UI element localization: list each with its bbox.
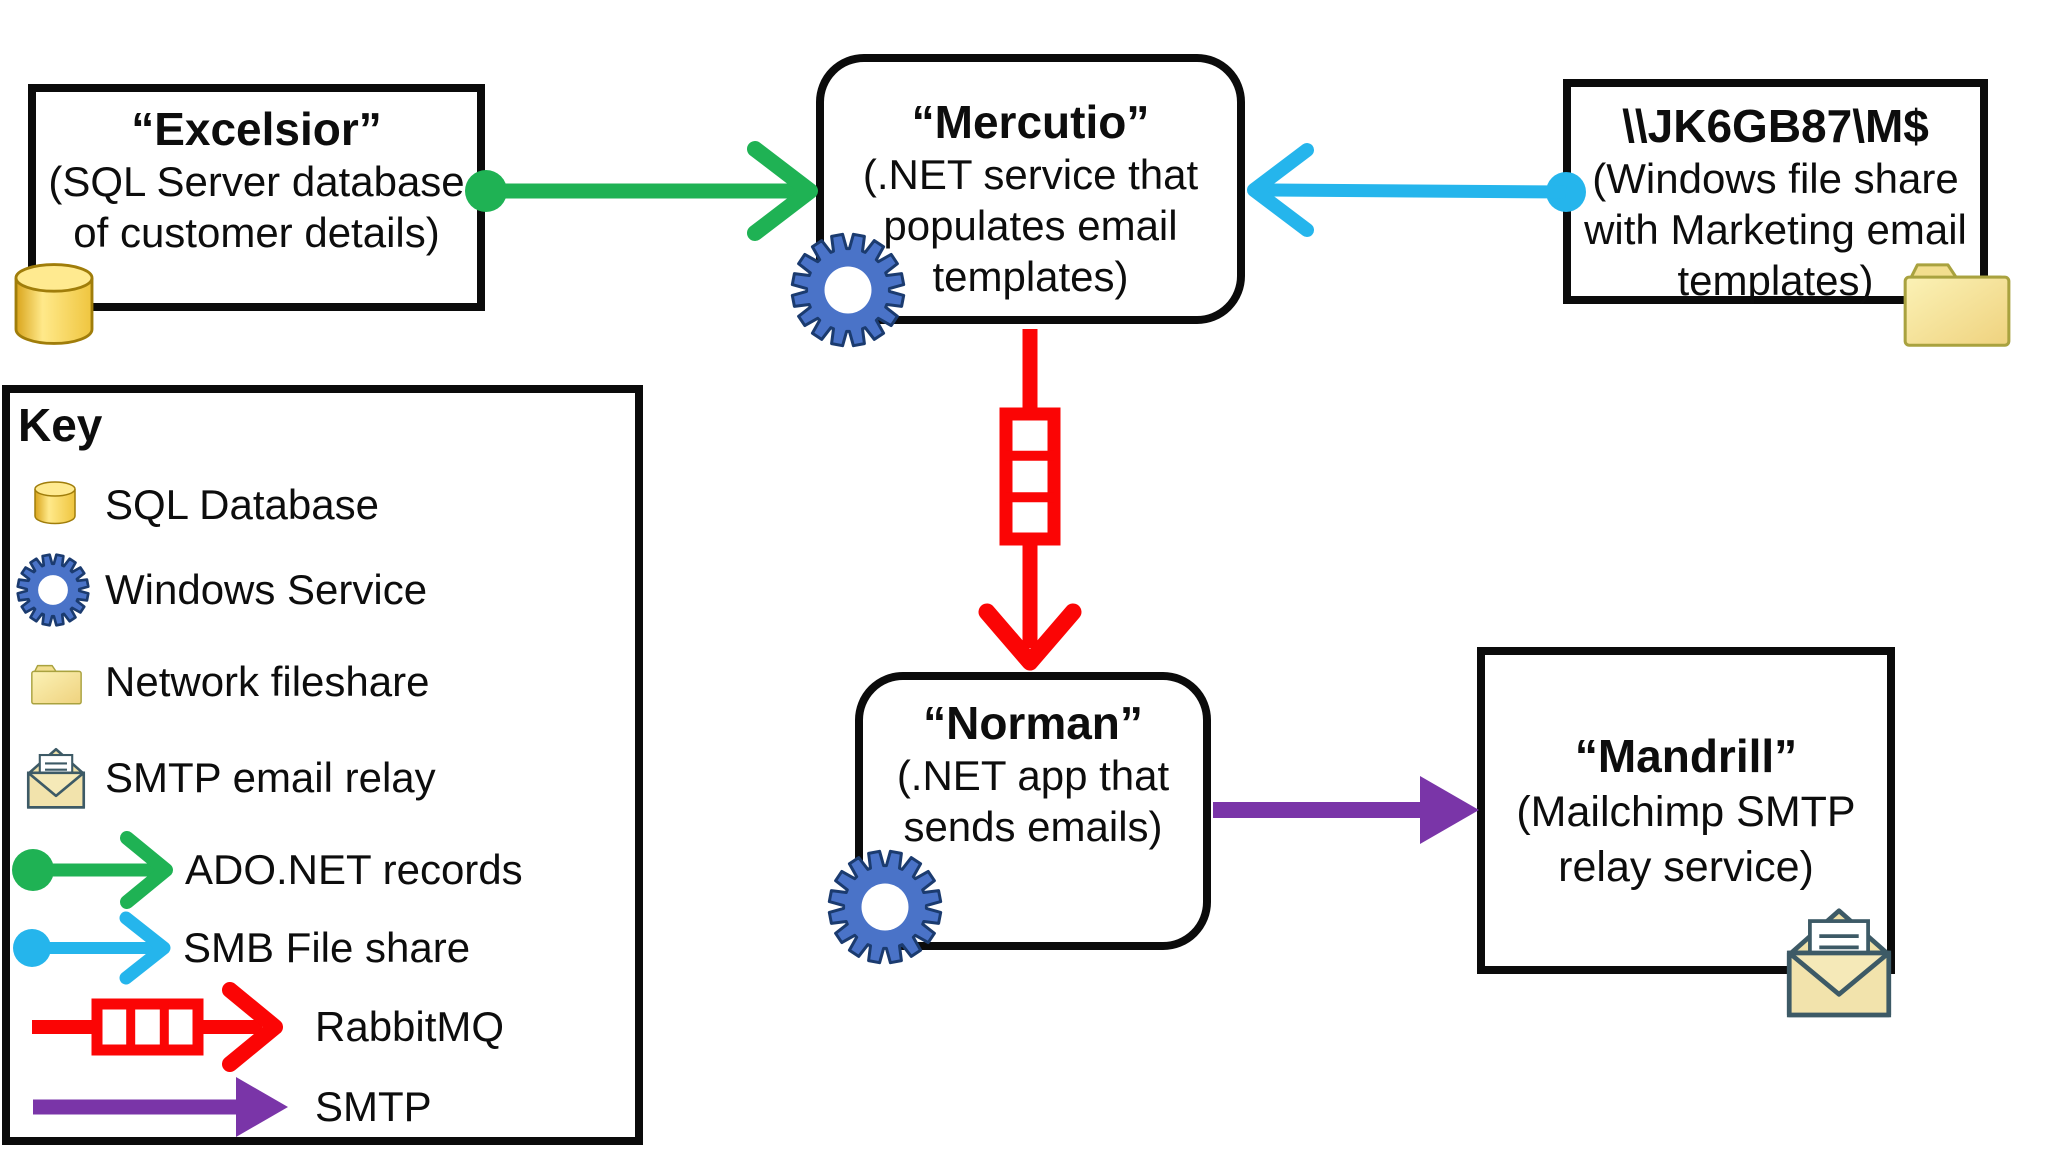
rabbitmq-red-queue-arrow (978, 329, 1082, 671)
node-fileshare-line: (Windows file share (1592, 155, 1959, 202)
node-fileshare-line: with Marketing email (1584, 206, 1967, 253)
key-label-network-fileshare: Network fileshare (105, 658, 430, 705)
key-label-ado-net-records: ADO.NET records (185, 846, 523, 893)
node-norman-title: “Norman” (923, 697, 1143, 749)
node-excelsior-line: (SQL Server database (48, 158, 465, 205)
ado-net-green-arrow (465, 141, 818, 241)
key-label-smb-file-share: SMB File share (183, 924, 471, 971)
node-fileshare-line: templates) (1677, 257, 1874, 304)
fileshare-folder-icon (1903, 263, 2011, 347)
key-label-smtp-email-relay: SMTP email relay (105, 754, 436, 801)
queue-symbol (999, 407, 1061, 546)
key-label-windows-service: Windows Service (105, 566, 428, 613)
key-title: Key (18, 399, 103, 451)
node-mandrill-line: relay service) (1558, 842, 1814, 891)
norman-windows-service-gear-icon (827, 849, 943, 965)
smb-blue-arrow (1247, 143, 1586, 237)
node-mercutio-line: (.NET service that (862, 151, 1199, 198)
mandrill-envelope-icon (1786, 908, 1892, 1018)
node-norman-line: (.NET app that (896, 752, 1170, 799)
node-mercutio: “Mercutio” (.NET service that populates … (816, 54, 1245, 324)
node-norman-line: sends emails) (903, 803, 1163, 850)
windows-service-gear-icon (16, 553, 90, 627)
key-label-sql-database: SQL Database (105, 481, 379, 528)
key-label-smtp: SMTP (315, 1083, 432, 1130)
node-mandrill-line: (Mailchimp SMTP (1516, 787, 1856, 836)
node-excelsior: “Excelsior” (SQL Server database of cust… (28, 84, 485, 311)
node-excelsior-title: “Excelsior” (131, 103, 382, 155)
smtp-purple-arrow (1213, 776, 1479, 844)
smtp-email-relay-envelope-icon (26, 747, 86, 809)
node-mandrill-title: “Mandrill” (1574, 729, 1798, 782)
excelsior-sql-database-icon (14, 263, 94, 345)
sql-database-icon (34, 481, 76, 525)
network-fileshare-folder-icon (31, 664, 82, 705)
node-fileshare-title: \\JK6GB87\M$ (1622, 100, 1929, 152)
node-mercutio-line: populates email (883, 202, 1178, 249)
node-mandrill: “Mandrill” (Mailchimp SMTP relay service… (1477, 647, 1895, 974)
key-label-rabbitmq: RabbitMQ (315, 1003, 505, 1050)
node-mercutio-line: templates) (932, 253, 1129, 300)
mercutio-windows-service-gear-icon (790, 232, 906, 348)
key-legend: Key SQL Database Windows Service Network… (2, 385, 643, 1145)
node-mercutio-title: “Mercutio” (911, 96, 1150, 148)
node-excelsior-line: of customer details) (73, 209, 440, 256)
